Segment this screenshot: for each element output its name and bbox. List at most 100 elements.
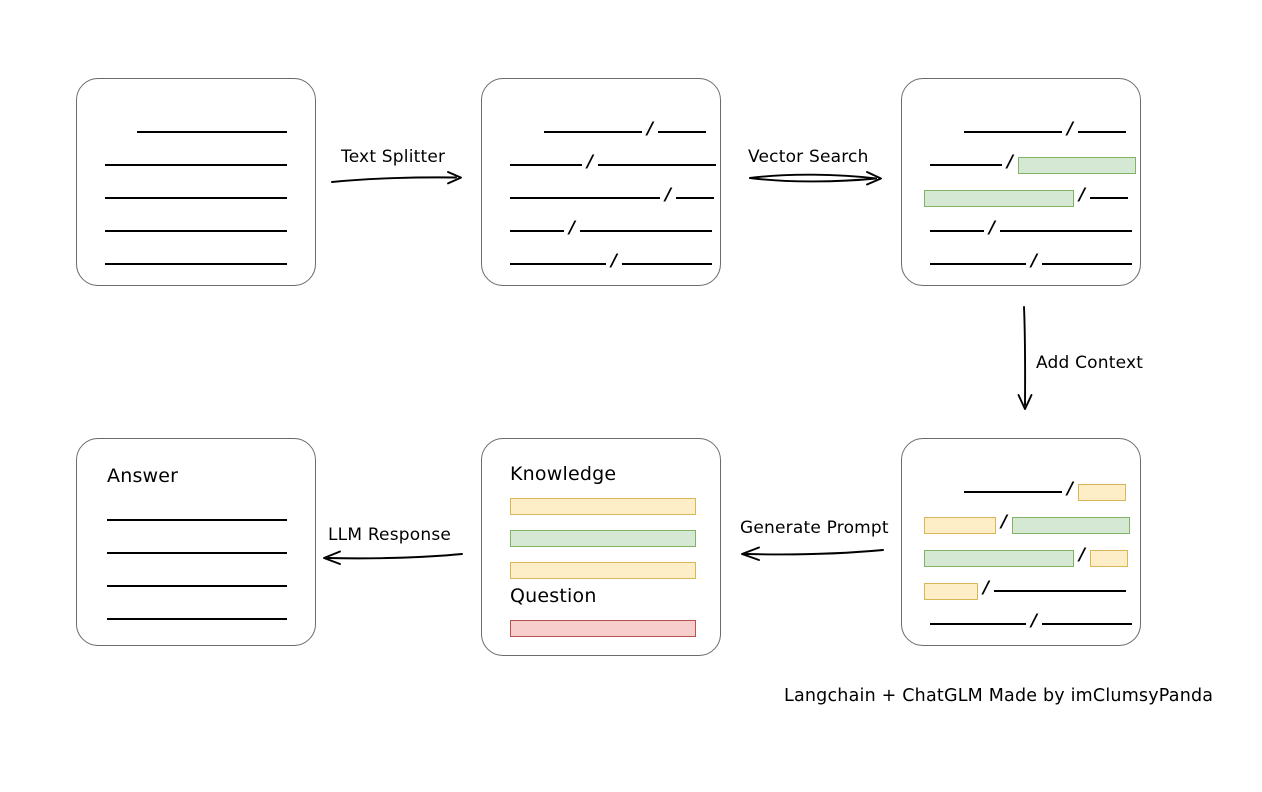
highlight-bar-red xyxy=(510,619,696,637)
text-line-segment xyxy=(510,230,564,232)
text-row xyxy=(77,577,315,595)
chunk-separator-slash: / xyxy=(665,184,672,205)
text-line-segment xyxy=(107,585,287,587)
edge-label-text-splitter: Text Splitter xyxy=(341,147,446,167)
text-line-segment xyxy=(107,552,287,554)
text-row: / xyxy=(902,118,1140,141)
text-row: / xyxy=(902,610,1140,633)
text-row: / xyxy=(482,151,720,174)
text-row xyxy=(77,123,315,141)
edge-label-generate-prompt: Generate Prompt xyxy=(740,518,889,538)
matched-chunks-lines: / / / / / xyxy=(902,79,1140,285)
chunk-separator-slash: / xyxy=(1067,118,1074,139)
text-row: / xyxy=(902,184,1140,207)
text-line-segment xyxy=(930,623,1026,625)
chunk-separator-slash: / xyxy=(989,217,996,238)
text-row: / xyxy=(902,577,1140,600)
chunk-separator-slash: / xyxy=(1067,478,1074,499)
text-line-segment xyxy=(930,263,1026,265)
text-row: / xyxy=(482,118,720,141)
chunk-separator-slash: / xyxy=(1079,184,1086,205)
chunk-separator-slash: / xyxy=(1031,610,1038,631)
highlight-bar-yellow xyxy=(1090,549,1129,567)
text-line-segment xyxy=(105,263,287,265)
arrow-add-context xyxy=(1017,306,1033,410)
text-row xyxy=(77,511,315,529)
text-row: / xyxy=(482,252,720,273)
node-split-chunks[interactable]: / / / / / xyxy=(481,78,721,286)
text-row: / xyxy=(482,184,720,207)
text-row xyxy=(77,255,315,273)
edge-label-llm-response: LLM Response xyxy=(328,525,452,545)
text-row: / xyxy=(902,511,1140,534)
text-line-segment xyxy=(1042,623,1133,625)
text-line-segment xyxy=(1042,263,1133,265)
text-line-segment xyxy=(658,131,707,133)
text-row: / xyxy=(902,478,1140,501)
highlight-bar-yellow xyxy=(510,561,696,579)
knowledge-bars xyxy=(482,439,720,655)
text-line-segment xyxy=(544,131,642,133)
bar-row xyxy=(482,619,720,637)
text-row: / xyxy=(482,217,720,240)
highlight-bar-yellow xyxy=(1078,483,1127,501)
text-line-segment xyxy=(930,230,984,232)
node-answer[interactable]: Answer xyxy=(76,438,316,646)
chunk-separator-slash: / xyxy=(1031,250,1038,271)
node-matched-chunks[interactable]: / / / / / xyxy=(901,78,1141,286)
bar-row xyxy=(482,529,720,547)
highlight-bar-green xyxy=(924,189,1074,207)
text-row: / xyxy=(902,544,1140,567)
question-bars xyxy=(482,439,720,655)
arrow-text-splitter xyxy=(331,171,462,185)
text-line-segment xyxy=(107,618,287,620)
text-line-segment xyxy=(964,491,1062,493)
chunk-separator-slash: / xyxy=(1079,544,1086,565)
chunk-separator-slash: / xyxy=(983,577,990,598)
text-line-segment xyxy=(107,519,287,521)
text-line-segment xyxy=(964,131,1062,133)
chunk-separator-slash: / xyxy=(647,118,654,139)
question-label: Question xyxy=(510,585,597,607)
node-prompt[interactable]: Knowledge Question xyxy=(481,438,721,656)
answer-lines xyxy=(77,439,315,645)
text-line-segment xyxy=(1090,197,1129,199)
chunk-separator-slash: / xyxy=(569,217,576,238)
knowledge-label: Knowledge xyxy=(510,463,617,485)
text-line-segment xyxy=(676,197,715,199)
text-row: / xyxy=(902,153,1140,174)
text-line-segment xyxy=(510,164,582,166)
highlight-bar-yellow xyxy=(924,516,996,534)
text-line-segment xyxy=(580,230,713,232)
text-line-segment xyxy=(105,164,287,166)
bar-row xyxy=(482,497,720,515)
text-line-segment xyxy=(598,164,717,166)
edge-label-vector-search: Vector Search xyxy=(748,147,869,167)
diagram-caption: Langchain + ChatGLM Made by imClumsyPand… xyxy=(784,686,1214,706)
edge-label-add-context: Add Context xyxy=(1036,353,1144,373)
arrow-vector-search xyxy=(749,171,882,186)
bar-row xyxy=(482,561,720,579)
text-line-segment xyxy=(994,590,1127,592)
text-line-segment xyxy=(1078,131,1127,133)
arrow-llm-response xyxy=(323,550,463,565)
chunk-separator-slash: / xyxy=(1001,511,1008,532)
highlight-bar-green xyxy=(1012,516,1131,534)
highlight-bar-yellow xyxy=(924,582,978,600)
text-line-segment xyxy=(1000,230,1133,232)
chunk-separator-slash: / xyxy=(587,151,594,172)
source-document-lines xyxy=(77,79,315,285)
text-row xyxy=(77,189,315,207)
node-source-document[interactable] xyxy=(76,78,316,286)
arrow-generate-prompt xyxy=(741,546,884,561)
text-row xyxy=(77,610,315,628)
text-line-segment xyxy=(510,263,606,265)
text-line-segment xyxy=(930,164,1002,166)
node-context-chunks[interactable]: / / / / / xyxy=(901,438,1141,646)
text-line-segment xyxy=(622,263,713,265)
text-row: / xyxy=(902,250,1140,273)
text-row xyxy=(77,222,315,240)
text-line-segment xyxy=(105,230,287,232)
text-line-segment xyxy=(105,197,287,199)
highlight-bar-green xyxy=(1018,156,1137,174)
